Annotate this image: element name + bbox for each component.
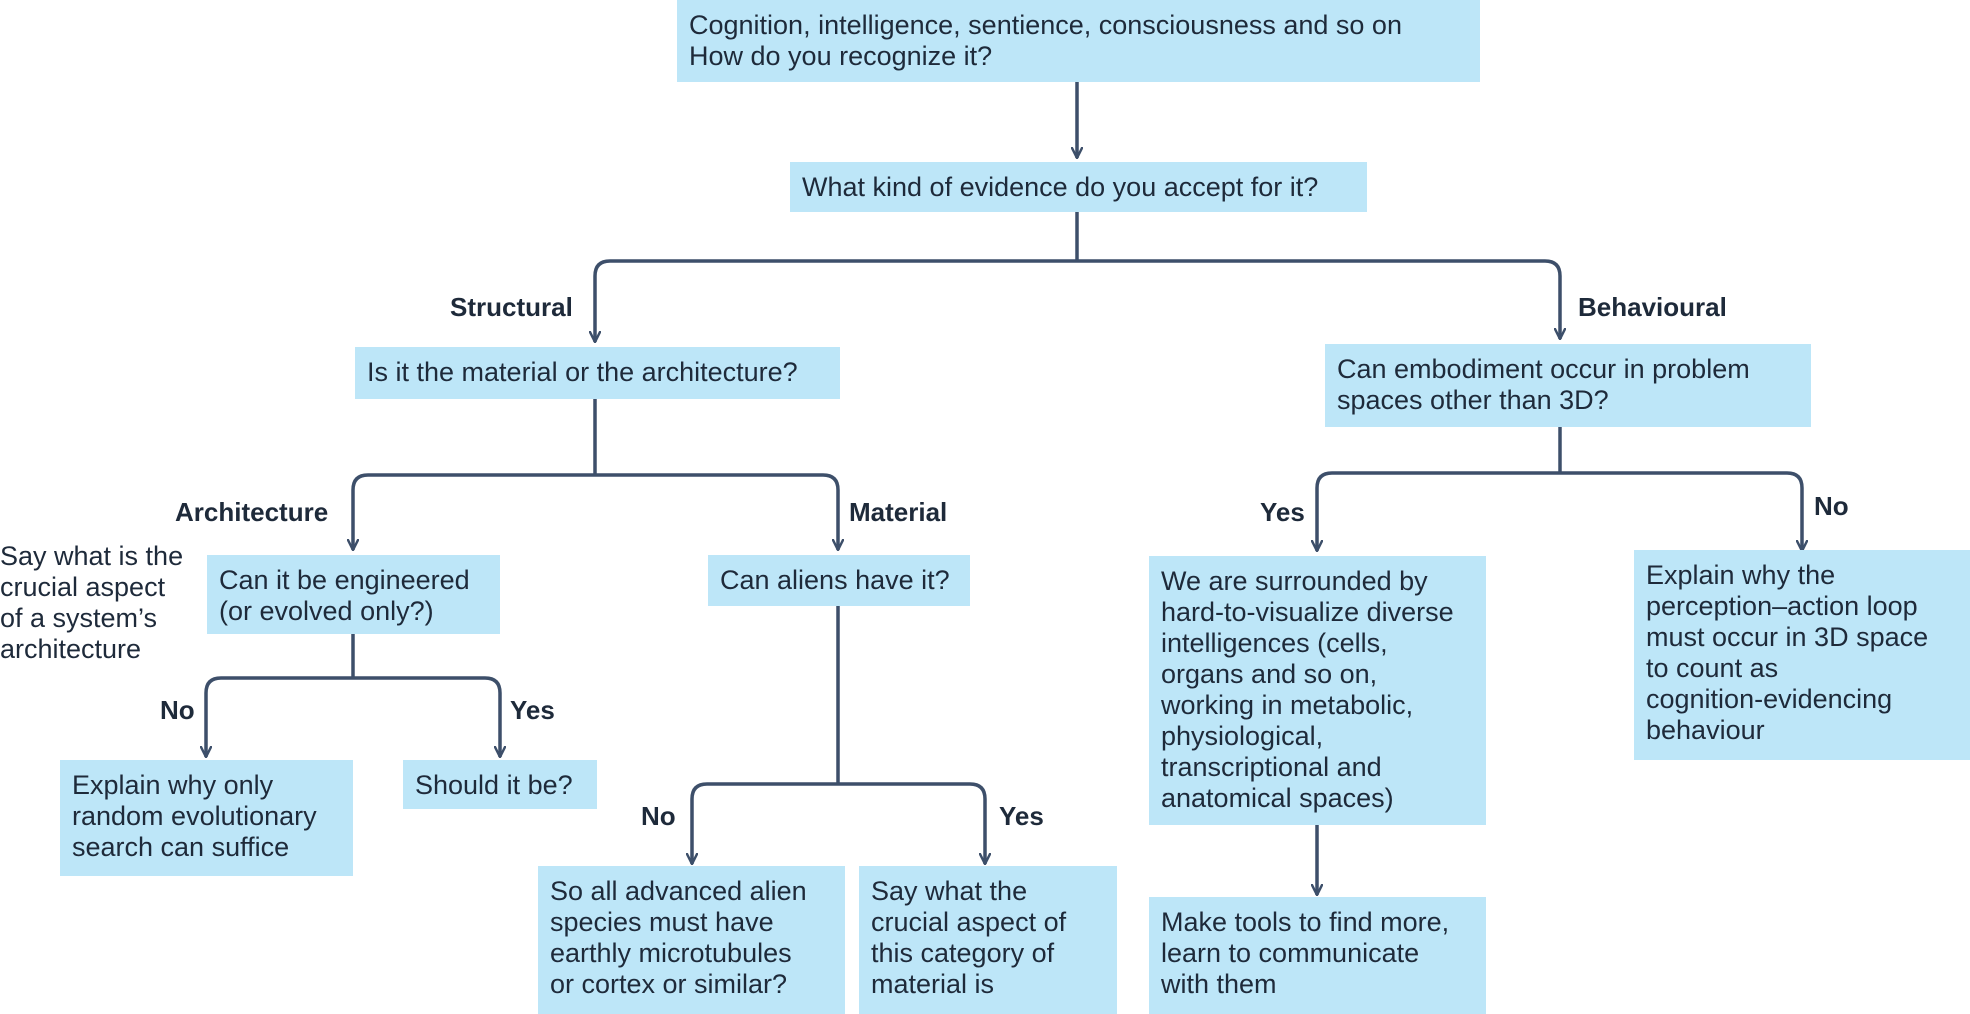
connector-evidence-to-structural <box>595 259 1077 342</box>
diverse-intelligences-box: We are surrounded by hard-to-visualize d… <box>1149 556 1486 825</box>
explain-3d-box: Explain why the perception–action loop m… <box>1634 550 1970 760</box>
connector-engineered-to-no <box>206 676 353 757</box>
label-architecture: Architecture <box>175 497 329 527</box>
connector-evidence-to-behavioural <box>1077 259 1560 339</box>
label-no-aliens: No <box>641 801 676 831</box>
label-no-embodiment: No <box>1814 491 1849 521</box>
evidence-question-box: What kind of evidence do you accept for … <box>790 162 1367 212</box>
alien-microtubules-box: So all advanced alien species must have … <box>538 866 845 1014</box>
label-material: Material <box>849 497 948 527</box>
should-it-be-box: Should it be? <box>403 760 597 809</box>
connector-aliens-to-no <box>692 782 838 864</box>
connector-embodiment-to-yes <box>1317 471 1560 551</box>
material-or-architecture-box: Is it the material or the architecture? <box>355 347 840 399</box>
label-structural: Structural <box>450 292 573 322</box>
label-no-engineered: No <box>160 695 195 725</box>
connector-to-material <box>595 473 838 550</box>
label-yes-embodiment: Yes <box>1260 497 1305 527</box>
connector-to-architecture <box>353 473 595 550</box>
label-yes-engineered: Yes <box>510 695 555 725</box>
label-behavioural: Behavioural <box>1578 292 1727 322</box>
crucial-material-box: Say what the crucial aspect of this cate… <box>859 866 1117 1014</box>
engineered-question-box: Can it be engineered (or evolved only?) <box>207 555 500 634</box>
random-search-box: Explain why only random evolutionary sea… <box>60 760 353 876</box>
embodiment-question-box: Can embodiment occur in problem spaces o… <box>1325 344 1811 427</box>
make-tools-box: Make tools to find more, learn to commun… <box>1149 897 1486 1014</box>
connector-engineered-to-yes <box>353 676 500 757</box>
connector-aliens-to-yes <box>838 782 985 864</box>
connector-embodiment-to-no <box>1560 471 1802 551</box>
architecture-side-note: Say what is the crucial aspect of a syst… <box>0 541 184 664</box>
aliens-question-box: Can aliens have it? <box>708 555 970 606</box>
root-question-box: Cognition, intelligence, sentience, cons… <box>677 0 1480 82</box>
label-yes-aliens: Yes <box>999 801 1044 831</box>
